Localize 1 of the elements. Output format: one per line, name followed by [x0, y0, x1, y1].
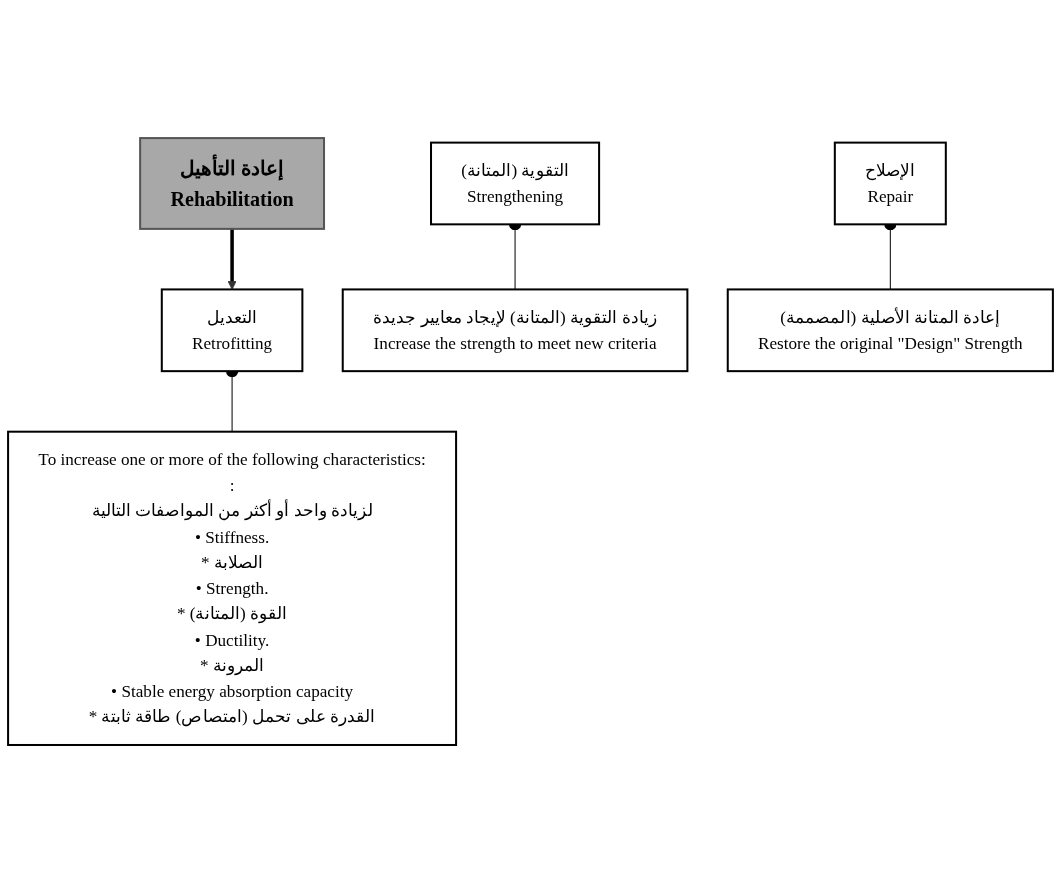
arrow — [227, 228, 237, 290]
